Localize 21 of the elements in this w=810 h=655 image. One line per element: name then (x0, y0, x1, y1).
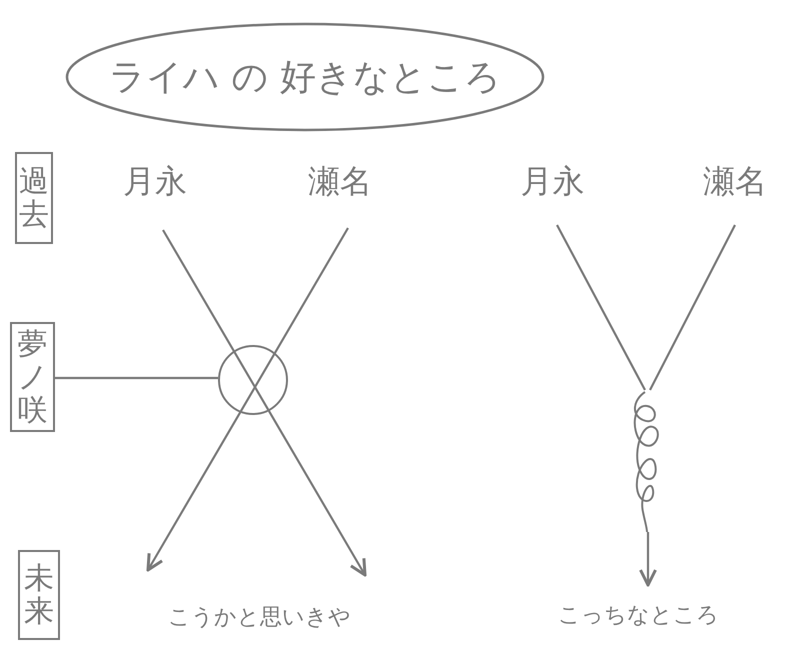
arrow (162, 229, 366, 576)
connector-line (649, 224, 736, 390)
intersection-circle (218, 345, 288, 415)
name-text: 月永 (123, 161, 187, 202)
time-label-box (15, 152, 53, 244)
vertical-label: 未来 (24, 562, 54, 628)
name-text: 月永 (520, 161, 584, 202)
caption-text: こっちなところ (558, 602, 719, 630)
connector-line (556, 224, 646, 391)
vertical-label: 夢ノ咲 (18, 328, 48, 426)
arrow (146, 227, 349, 572)
connector-line (55, 376, 218, 380)
name-text: 瀬名 (308, 161, 372, 202)
name-text: 瀬名 (703, 161, 767, 202)
title-ellipse (65, 22, 545, 132)
place-label-box (10, 322, 55, 432)
title-text: ライハ の 好きなところ (109, 56, 501, 100)
vertical-label: 過去 (19, 165, 49, 231)
time-label-box (18, 550, 60, 640)
arrow (639, 532, 657, 586)
caption-text: こうかと思いきや (168, 604, 351, 632)
